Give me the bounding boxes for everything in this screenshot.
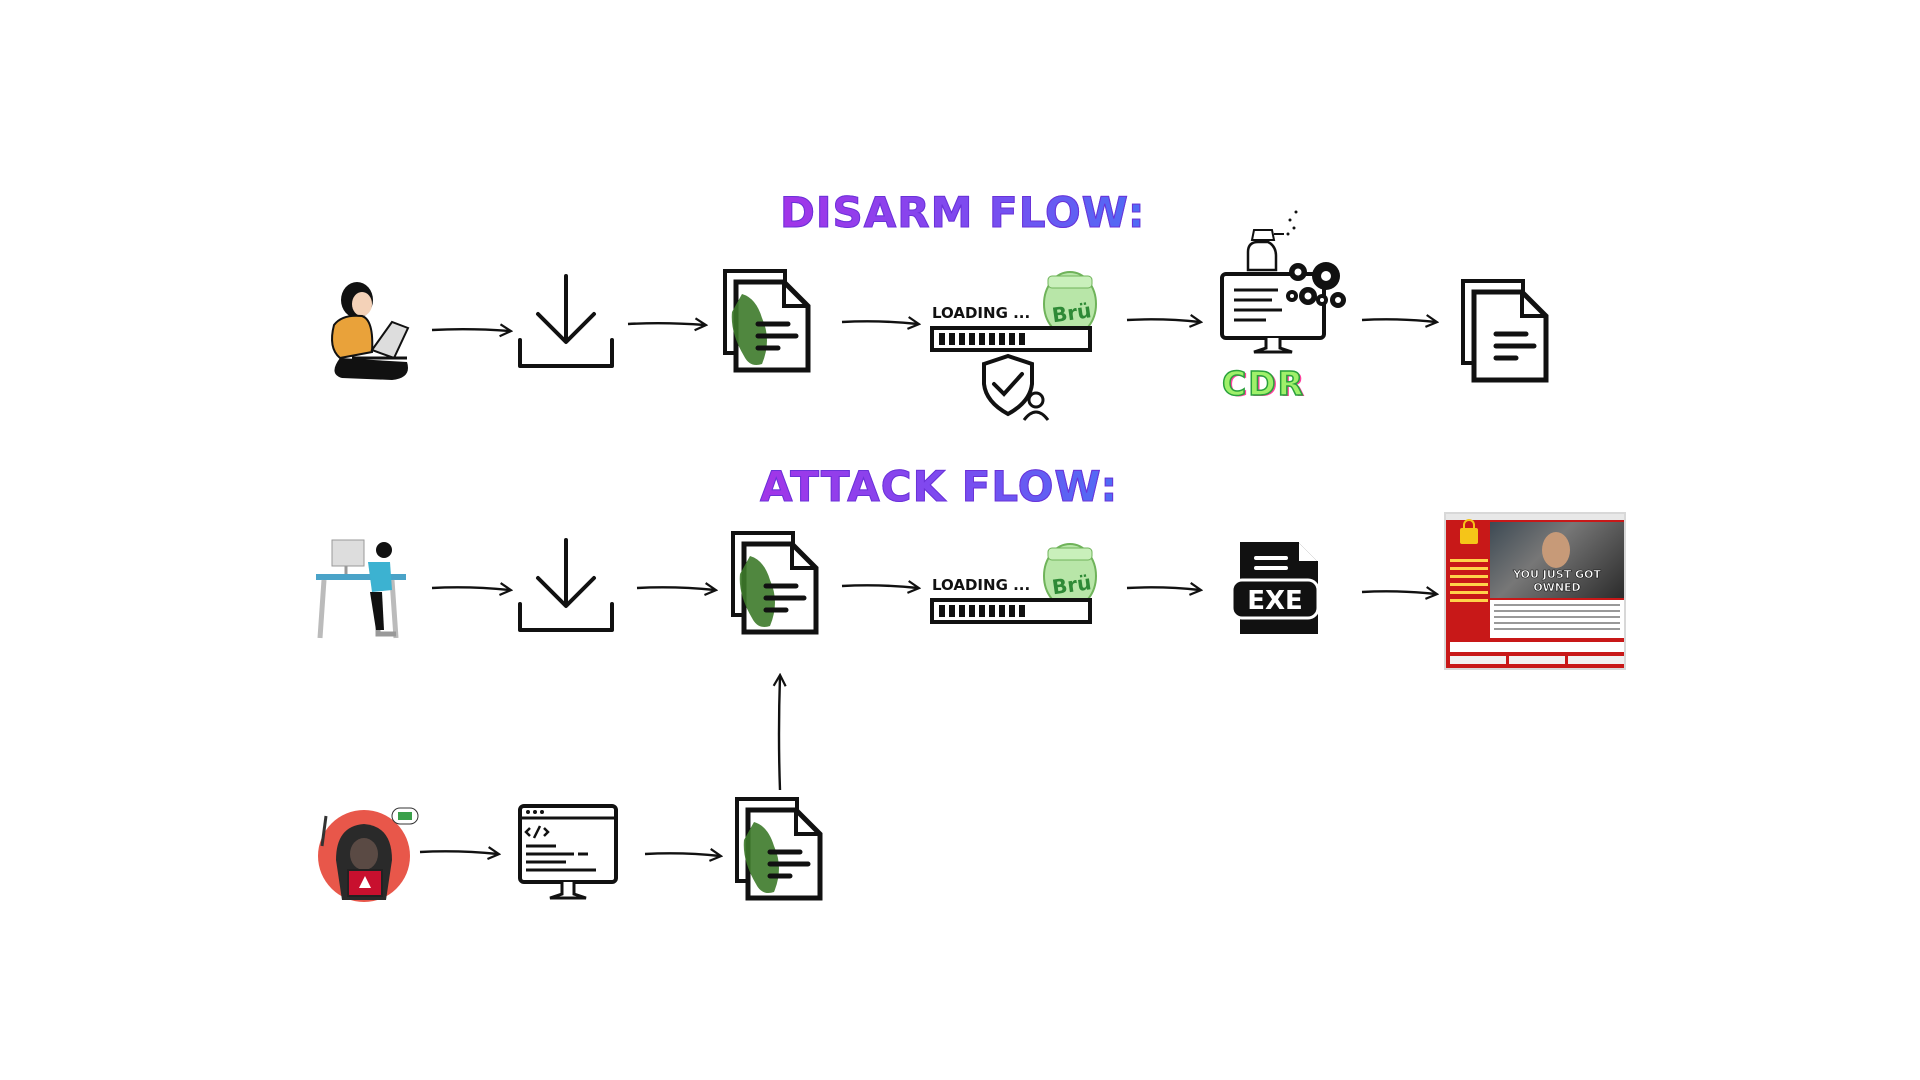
loading-scan-icon: Brü LOADING ...: [930, 271, 1097, 421]
attack-flow-title: ATTACK FLOW:: [759, 462, 1119, 512]
owned-caption: YOU JUST GOT OWNED: [1513, 568, 1601, 595]
arrow: [841, 321, 918, 324]
arrow: [419, 851, 498, 854]
clean-document-icon: [1461, 279, 1549, 383]
person-laptop-icon: [331, 282, 410, 380]
cdr-label: CDR: [1221, 363, 1306, 404]
code-monitor-icon: [518, 804, 618, 900]
arrow: [1126, 587, 1200, 590]
svg-text:Brü: Brü: [1051, 570, 1093, 599]
infected-document-icon: [723, 269, 811, 373]
arrow: [636, 587, 715, 590]
download-icon: [518, 274, 614, 368]
arrow: [1126, 319, 1200, 322]
arrow: [1361, 319, 1436, 322]
loading-label: LOADING ...: [932, 304, 1030, 322]
arrow: [644, 853, 720, 856]
arrow: [841, 585, 918, 588]
disarm-flow-title: DISARM FLOW:: [780, 188, 1146, 238]
infected-document-icon: [731, 531, 819, 635]
person-desk-icon: [316, 539, 406, 639]
svg-text:Brü: Brü: [1051, 298, 1093, 327]
arrow: [431, 329, 510, 331]
exe-label: EXE: [1247, 586, 1303, 616]
loading-label: LOADING ...: [932, 576, 1030, 594]
arrow: [1361, 591, 1436, 594]
cdr-sanitizer-icon: [1220, 210, 1346, 354]
hacker-icon: [318, 807, 419, 902]
exe-file-icon: EXE: [1230, 542, 1320, 634]
ransomware-screen-icon: YOU JUST GOT OWNED: [1444, 512, 1626, 670]
arrow: [779, 676, 780, 791]
arrow: [431, 587, 510, 590]
download-icon: [518, 538, 614, 632]
loading-icon: Brü LOADING ...: [930, 543, 1097, 624]
arrow: [627, 323, 705, 325]
infected-document-icon: [735, 797, 823, 901]
lock-icon: [1460, 519, 1478, 544]
